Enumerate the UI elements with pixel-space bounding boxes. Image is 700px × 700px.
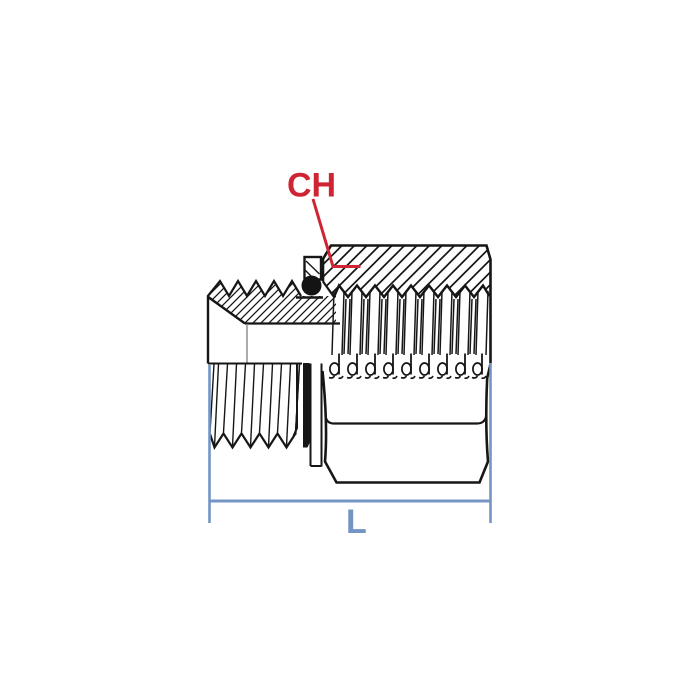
hex-body <box>321 363 492 484</box>
seal-ring-edge <box>303 363 310 448</box>
dimension-L: L <box>208 363 492 541</box>
seal-pack <box>292 255 323 467</box>
leader-line-ch <box>311 198 361 268</box>
o-ring-seal <box>301 275 322 296</box>
label-CH: CH <box>287 167 336 205</box>
female-body-section <box>321 244 492 380</box>
bore-thread-helix <box>328 352 487 380</box>
label-L: L <box>346 503 367 541</box>
internal-thread <box>331 290 489 356</box>
callout-CH: CH <box>287 167 361 268</box>
